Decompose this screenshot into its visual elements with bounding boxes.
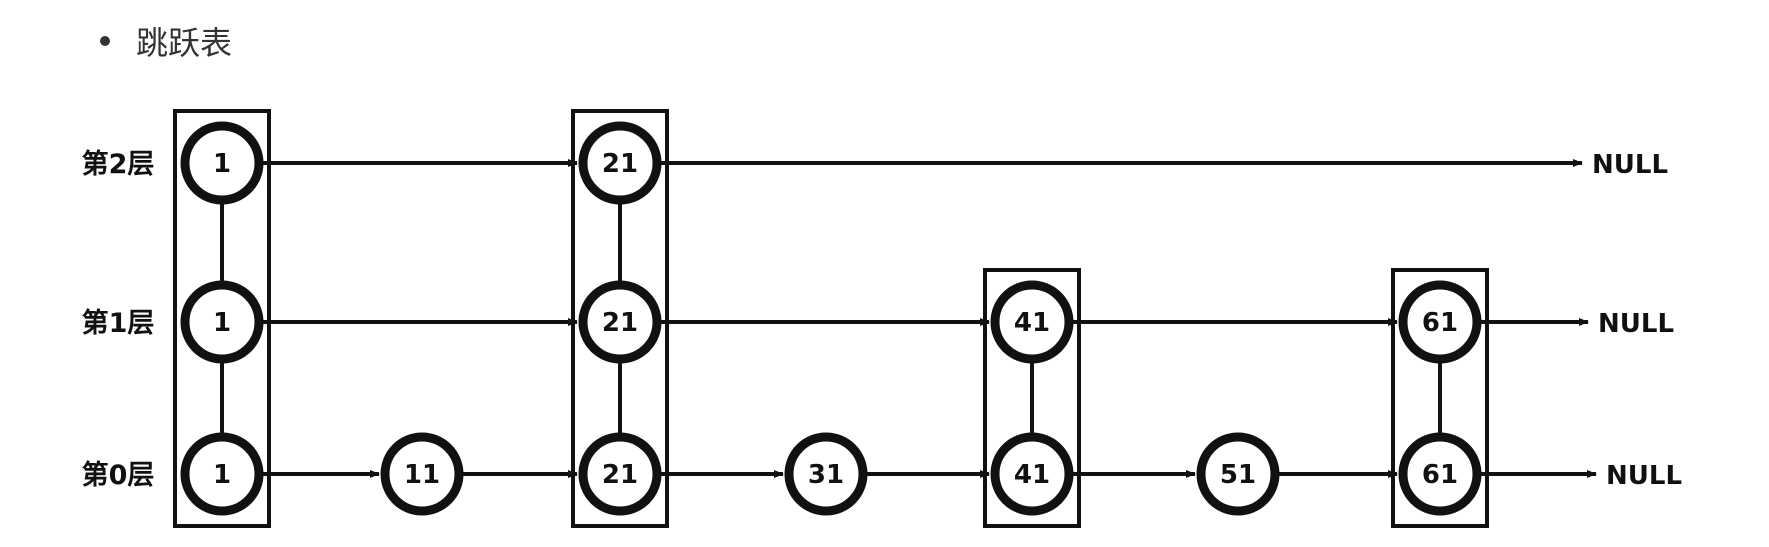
level-label: 第0层: [82, 459, 155, 491]
node-circle: [578, 432, 662, 516]
bullet-dot: [100, 36, 110, 46]
node-value: 51: [1220, 460, 1256, 490]
section-heading: 跳跃表: [136, 24, 233, 62]
node-value: 1: [213, 308, 231, 338]
skip-list-node: 21: [578, 121, 662, 205]
node-circle: [180, 121, 264, 205]
node-value: 61: [1422, 460, 1458, 490]
node-circle: [990, 432, 1074, 516]
tower-box-61: [1391, 268, 1489, 528]
skip-list-node: 41: [990, 280, 1074, 364]
skip-list-node: 1: [180, 121, 264, 205]
level-label: 第1层: [82, 307, 155, 339]
node-circle: [1398, 280, 1482, 364]
node-circle: [578, 121, 662, 205]
skip-list-node: 31: [784, 432, 868, 516]
node-circle: [578, 280, 662, 364]
skip-list-node: 11: [380, 432, 464, 516]
bullet-item: 跳跃表: [100, 18, 232, 64]
skip-list-node: 1: [180, 280, 264, 364]
skip-list-node: 21: [578, 432, 662, 516]
null-terminator: NULL: [1598, 309, 1674, 339]
skip-list-node: 41: [990, 432, 1074, 516]
node-value: 41: [1014, 460, 1050, 490]
node-value: 41: [1014, 308, 1050, 338]
tower-box-1: [173, 109, 271, 528]
node-value: 21: [602, 149, 638, 179]
node-value: 31: [808, 460, 844, 490]
tower-box-41: [983, 268, 1081, 528]
node-value: 21: [602, 308, 638, 338]
null-terminator: NULL: [1606, 461, 1682, 491]
node-circle: [1196, 432, 1280, 516]
skip-list-node: 61: [1398, 280, 1482, 364]
level-label: 第2层: [82, 148, 155, 180]
node-value: 1: [213, 460, 231, 490]
skip-list-node: 51: [1196, 432, 1280, 516]
skip-list-node: 1: [180, 432, 264, 516]
node-circle: [180, 280, 264, 364]
node-circle: [380, 432, 464, 516]
null-terminator: NULL: [1592, 150, 1668, 180]
skip-list-node: 61: [1398, 432, 1482, 516]
node-circle: [990, 280, 1074, 364]
node-value: 21: [602, 460, 638, 490]
node-value: 1: [213, 149, 231, 179]
node-circle: [180, 432, 264, 516]
node-circle: [784, 432, 868, 516]
node-circle: [1398, 432, 1482, 516]
skip-list-node: 21: [578, 280, 662, 364]
node-value: 61: [1422, 308, 1458, 338]
node-value: 11: [404, 460, 440, 490]
